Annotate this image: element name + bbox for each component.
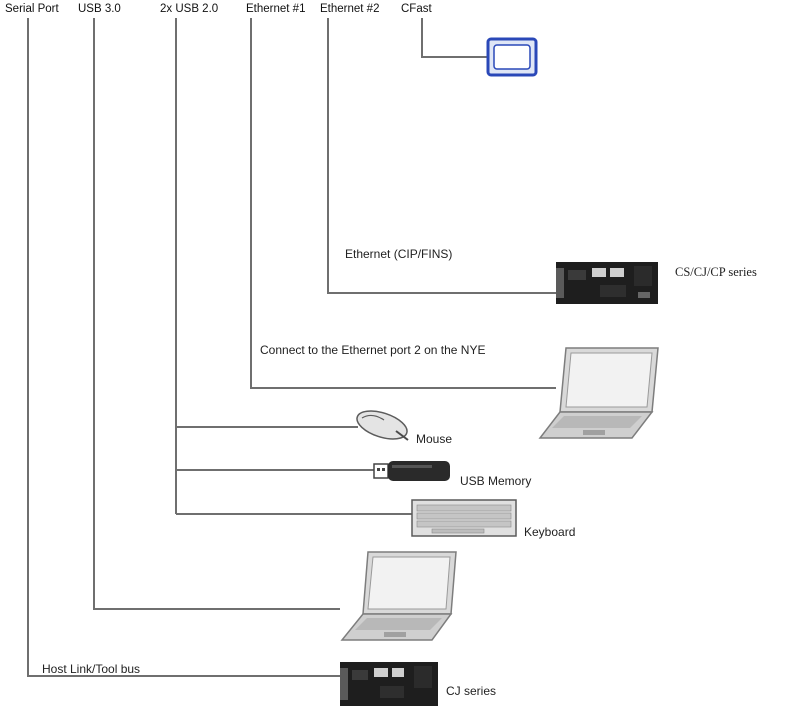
ethernet2-line: [327, 18, 556, 294]
connection-lines: [27, 18, 556, 677]
laptop-ethernet-icon: [538, 347, 659, 439]
usb-memory-icon: [373, 461, 450, 481]
usb-memory-label: USB Memory: [460, 474, 532, 488]
ethernet-port2-note: Connect to the Ethernet port 2 on the NY…: [260, 343, 486, 357]
laptop-usb-icon: [340, 551, 457, 641]
cfast-card-icon: [486, 37, 538, 77]
port-label-eth2: Ethernet #2: [320, 3, 380, 15]
ethernet-protocol-label: Ethernet (CIP/FINS): [345, 247, 453, 261]
usb3-line: [93, 18, 340, 610]
port-label-usb3: USB 3.0: [78, 3, 121, 15]
host-link-label: Host Link/Tool bus: [42, 662, 141, 676]
cj-series-label: CJ series: [446, 684, 497, 698]
cj-plc-icon: [340, 662, 438, 706]
cs-cj-cp-plc-icon: [556, 262, 658, 304]
keyboard-label: Keyboard: [524, 525, 576, 539]
keyboard-icon: [411, 499, 517, 537]
cfast-line: [421, 18, 488, 58]
cs-cj-cp-series-label: CS/CJ/CP series: [675, 265, 757, 279]
port-label-serial: Serial Port: [5, 3, 59, 15]
ethernet1-line: [250, 18, 556, 389]
port-label-eth1: Ethernet #1: [246, 3, 306, 15]
mouse-label: Mouse: [416, 432, 453, 446]
serial-port-line: [27, 18, 340, 677]
port-label-cfast: CFast: [401, 3, 432, 15]
mouse-icon: [356, 410, 409, 441]
port-label-usb2: 2x USB 2.0: [160, 3, 219, 15]
